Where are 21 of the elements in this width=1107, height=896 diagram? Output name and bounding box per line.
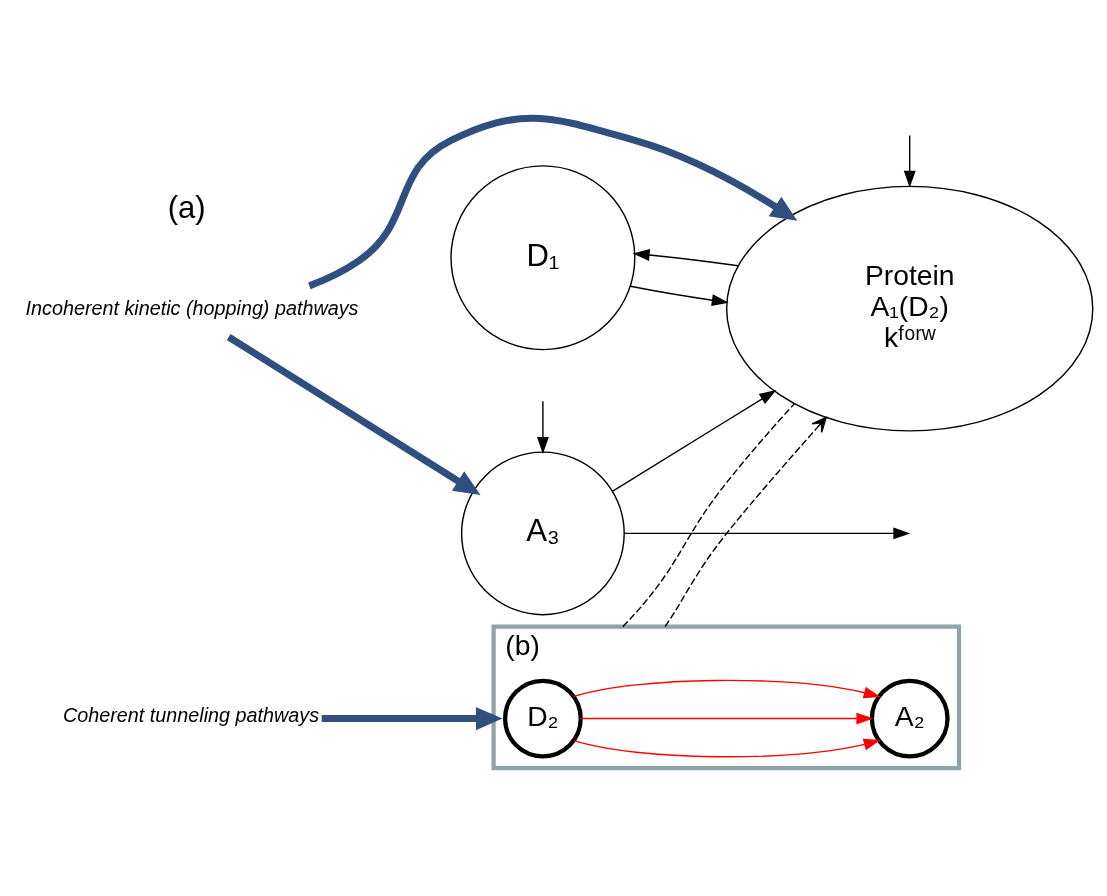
arrow [321,706,503,730]
node-text: Coherent tunneling pathways [63,703,320,726]
arrow [226,333,481,495]
arrow [664,416,827,627]
arrow [536,400,549,454]
arrow [903,134,916,188]
arrow [308,114,798,289]
arrow [573,679,881,698]
arrow [629,285,729,306]
node-circle: A₃ [460,450,625,615]
arrow [580,712,874,724]
arrow [573,738,881,757]
connector [622,402,795,627]
node-text: Incoherent kinetic (hopping) pathways [25,296,359,319]
node-circle: A₂ [869,678,950,758]
node-circle: D₁ [450,164,636,350]
arrow [632,248,739,266]
label: (a) [167,189,206,225]
arrow [623,526,911,539]
node-circle: D₂ [503,678,583,758]
arrow [612,389,777,492]
